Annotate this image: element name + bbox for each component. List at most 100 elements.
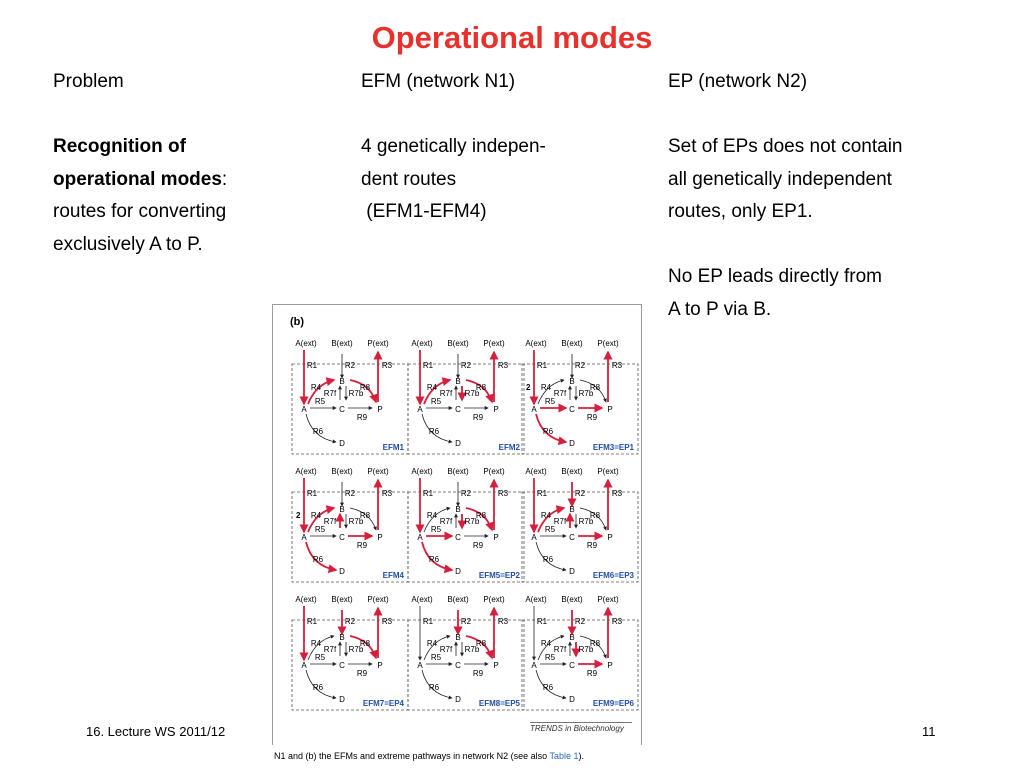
node-d: D — [569, 695, 575, 704]
node-b-ext: B(ext) — [561, 595, 583, 604]
reaction-label-r8: R8 — [590, 383, 601, 392]
reaction-r6 — [305, 669, 337, 700]
node-b-ext: B(ext) — [447, 595, 469, 604]
node-p-ext: P(ext) — [483, 339, 505, 348]
node-b-ext: B(ext) — [331, 595, 353, 604]
node-p: P — [377, 405, 382, 414]
node-a-ext: A(ext) — [525, 339, 547, 348]
node-a-ext: A(ext) — [295, 467, 317, 476]
reaction-label-r3: R3 — [498, 617, 509, 626]
node-b-ext: B(ext) — [331, 467, 353, 476]
node-p: P — [493, 533, 498, 542]
caption-table-link[interactable]: Table 1 — [549, 751, 579, 761]
reaction-label-r7f: R7f — [440, 645, 453, 654]
reaction-r8 — [465, 507, 494, 532]
reaction-label-r7f: R7f — [554, 517, 567, 526]
reaction-label-r8: R8 — [360, 639, 371, 648]
node-p: P — [377, 533, 382, 542]
node-c: C — [339, 661, 345, 670]
node-b: B — [569, 505, 574, 514]
reaction-label-r2: R2 — [461, 361, 472, 370]
node-d: D — [455, 567, 461, 576]
reaction-label-r5: R5 — [431, 525, 442, 534]
node-c: C — [455, 405, 461, 414]
node-a: A — [417, 533, 423, 542]
reaction-label-r6: R6 — [429, 555, 440, 564]
reaction-label-r4: R4 — [541, 639, 552, 648]
reaction-label-r6: R6 — [543, 683, 554, 692]
reaction-label-r4: R4 — [311, 511, 322, 520]
node-a: A — [531, 533, 537, 542]
reaction-label-r2: R2 — [575, 361, 586, 370]
node-a-ext: A(ext) — [295, 595, 317, 604]
page-number: 11 — [922, 724, 936, 739]
reaction-label-r1: R1 — [307, 361, 318, 370]
reaction-label-r6: R6 — [543, 555, 554, 564]
reaction-label-r3: R3 — [498, 489, 509, 498]
reaction-label-r3: R3 — [498, 361, 509, 370]
node-d: D — [339, 695, 345, 704]
reaction-label-r5: R5 — [545, 397, 556, 406]
node-d: D — [569, 439, 575, 448]
problem-bold-line-2: operational modes — [53, 168, 222, 190]
reaction-label-r2: R2 — [345, 489, 356, 498]
reaction-r6 — [421, 413, 453, 444]
figure-caption: N1 and (b) the EFMs and extreme pathways… — [274, 751, 584, 761]
reaction-label-r8: R8 — [360, 383, 371, 392]
reaction-label-r7f: R7f — [324, 389, 337, 398]
node-p: P — [607, 661, 612, 670]
node-b-ext: B(ext) — [561, 467, 583, 476]
reaction-label-r8: R8 — [476, 383, 487, 392]
node-p: P — [377, 661, 382, 670]
reaction-label-r5: R5 — [545, 525, 556, 534]
mode-label: EFM3=EP1 — [593, 443, 635, 452]
reaction-r8 — [349, 379, 378, 404]
node-p-ext: P(ext) — [597, 595, 619, 604]
node-p-ext: P(ext) — [483, 595, 505, 604]
reaction-label-r9: R9 — [473, 669, 484, 678]
reaction-r4 — [307, 634, 335, 661]
reaction-label-r3: R3 — [612, 617, 623, 626]
figure-frame — [272, 304, 642, 745]
node-p-ext: P(ext) — [483, 467, 505, 476]
node-p-ext: P(ext) — [597, 467, 619, 476]
reaction-label-r7f: R7f — [324, 645, 337, 654]
node-a-ext: A(ext) — [525, 595, 547, 604]
node-b-ext: B(ext) — [561, 339, 583, 348]
reaction-r4 — [423, 634, 451, 661]
reaction-label-r7b: R7b — [579, 389, 594, 398]
cell-boundary — [521, 619, 639, 711]
reaction-label-r4: R4 — [427, 639, 438, 648]
reaction-label-r2: R2 — [461, 489, 472, 498]
reaction-label-r7b: R7b — [579, 645, 594, 654]
node-a: A — [301, 661, 307, 670]
node-a: A — [301, 533, 307, 542]
mode-label: EFM1 — [383, 443, 405, 452]
reaction-label-r3: R3 — [382, 489, 393, 498]
node-a-ext: A(ext) — [525, 467, 547, 476]
reaction-label-r9: R9 — [357, 413, 368, 422]
problem-header: Problem — [53, 71, 124, 92]
node-p-ext: P(ext) — [597, 339, 619, 348]
problem-line-2: operational modes: — [53, 164, 227, 197]
reaction-r4 — [307, 505, 336, 533]
node-b: B — [339, 633, 344, 642]
reaction-label-r2: R2 — [575, 617, 586, 626]
reaction-label-r1: R1 — [307, 489, 318, 498]
reaction-r8 — [465, 379, 494, 404]
reaction-label-r5: R5 — [315, 397, 326, 406]
node-a: A — [531, 405, 537, 414]
reaction-label-r6: R6 — [543, 427, 554, 436]
node-c: C — [569, 661, 575, 670]
reaction-label-r9: R9 — [473, 413, 484, 422]
reaction-r4 — [423, 506, 451, 533]
node-d: D — [455, 695, 461, 704]
